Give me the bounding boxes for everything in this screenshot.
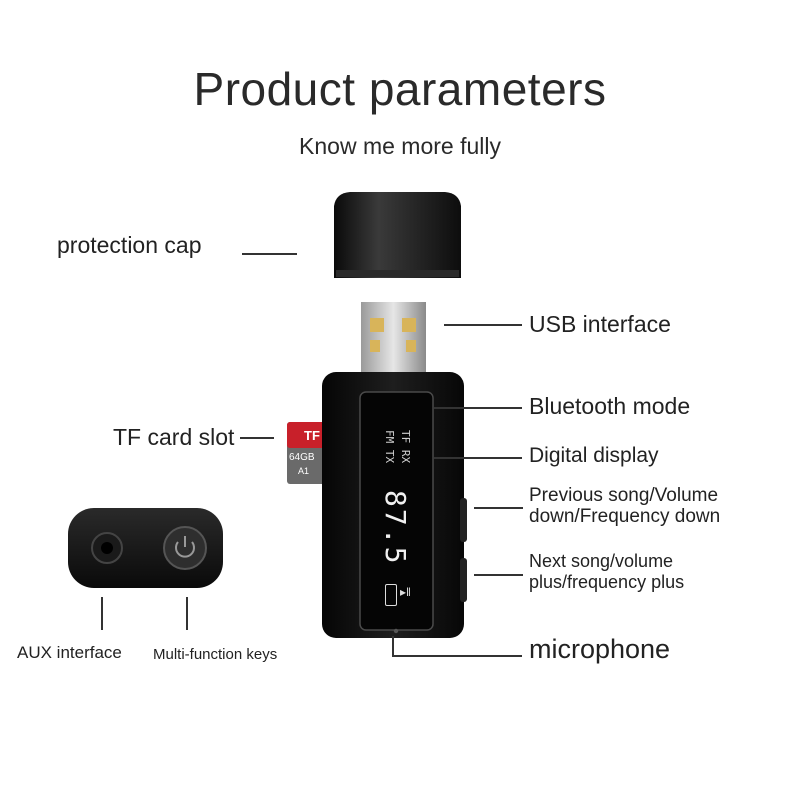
label-usb-interface: USB interface [529, 311, 671, 337]
leader-next-song [474, 574, 523, 576]
leader-previous-song [474, 507, 523, 509]
label-digital-display: Digital display [529, 444, 659, 467]
page-subtitle: Know me more fully [299, 133, 501, 159]
tf-card-capacity: 64GB [289, 452, 315, 463]
device-body-shape [322, 372, 467, 638]
leader-microphone-vertical [392, 636, 394, 656]
label-bluetooth-mode: Bluetooth mode [529, 393, 691, 419]
label-protection-cap: protection cap [57, 232, 202, 258]
tf-card-class: A1 [298, 466, 310, 476]
leader-digital-display [434, 457, 522, 459]
tf-card-shape [287, 422, 332, 484]
leader-microphone [392, 655, 522, 657]
play-pause-icon: ▸‖ [400, 585, 411, 599]
leader-aux-interface [101, 597, 103, 630]
leader-multi-function-keys [186, 597, 188, 630]
label-next-song: Next song/volume plus/frequency plus [529, 551, 685, 592]
leader-usb-interface [444, 324, 522, 326]
label-tf-card-slot: TF card slot [113, 424, 235, 450]
protection-cap-shape [334, 192, 461, 278]
label-microphone: microphone [529, 634, 671, 664]
label-aux-interface: AUX interface [17, 643, 122, 662]
display-mode-fm-tx: FM TX [383, 430, 396, 464]
display-mode-tf-rx: TF RX [399, 430, 412, 464]
tf-card-brand: TF [304, 428, 320, 443]
leader-tf-card-slot [240, 437, 274, 439]
leader-bluetooth-mode [434, 407, 522, 409]
label-multi-function-keys: Multi-function keys [153, 646, 278, 663]
battery-icon [385, 584, 397, 606]
page-title: Product parameters [193, 63, 607, 115]
aux-end-shape [68, 508, 223, 588]
leader-protection-cap [242, 253, 297, 255]
usb-plug-shape [361, 302, 426, 378]
label-previous-song: Previous song/Volume down/Frequency down [529, 485, 721, 527]
